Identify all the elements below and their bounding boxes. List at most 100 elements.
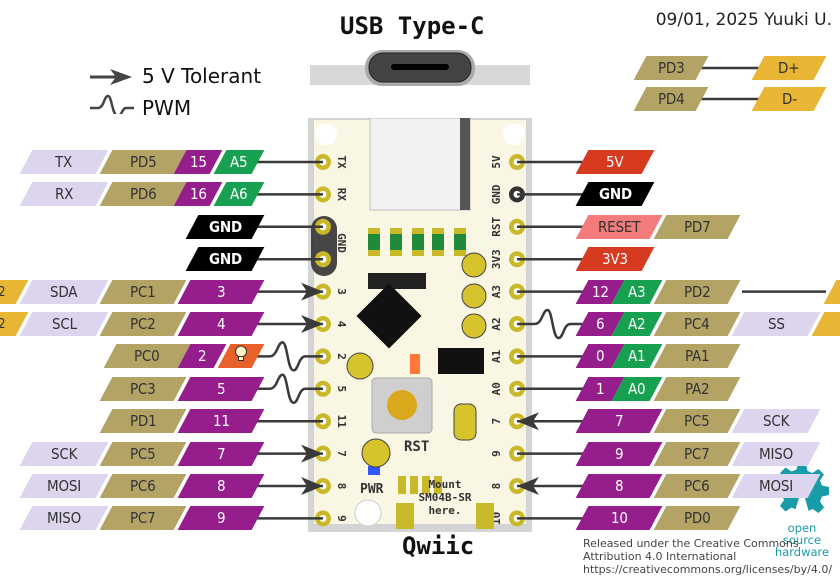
left-pin-label: SCK [50, 444, 78, 463]
left-pin-label: A6 [230, 185, 248, 204]
left-pin-6-tag-port: PC0 [103, 344, 191, 369]
left-silk-label: 5 [335, 385, 348, 392]
left-pin-label: PC1 [130, 282, 156, 301]
arrow-5v-tolerant-icon [301, 477, 323, 495]
left-pin-10-tag-num: 8 [177, 474, 265, 498]
cut1-jumper [361, 438, 391, 468]
right-pin-9-tag-func: MISO [731, 441, 821, 466]
left-pin-label: PU 2K2 [0, 284, 6, 300]
right-pin-label: A2 [628, 315, 646, 333]
right-pin-5-wire [517, 308, 588, 340]
capacitor-body [432, 234, 444, 250]
led-pwr [368, 466, 380, 475]
left-pin-label: 15 [189, 153, 207, 171]
right-pin-label: PC7 [684, 444, 710, 463]
right-pin-label: GND [598, 185, 632, 204]
qwiic-pad [410, 476, 418, 494]
qwiic-pad [398, 476, 406, 494]
led-bulb-icon [234, 345, 248, 367]
right-pin-label: PC5 [684, 412, 710, 431]
right-pin-5-tag-port: PC4 [653, 312, 741, 336]
left-pin-label: 9 [216, 509, 226, 528]
left-pin-label: PC7 [130, 509, 156, 528]
left-pin-label: PD6 [129, 185, 157, 204]
capacitor-body [454, 234, 466, 250]
left-silk-label: 4 [335, 321, 348, 328]
left-pin-11-tag-num: 9 [177, 506, 265, 531]
led-l [410, 354, 420, 374]
left-pin-label: TX [55, 153, 73, 171]
left-pin-label: PD1 [129, 412, 157, 431]
gnd-silk-label: GND [335, 233, 348, 253]
usb-pin-1-tag-usb: D- [751, 87, 827, 111]
right-silk-label: A0 [490, 382, 503, 395]
right-pin-label: PC6 [684, 477, 710, 495]
left-pin-label: 7 [216, 444, 226, 463]
license-url[interactable]: https://creativecommons.org/licenses/by/… [583, 563, 833, 576]
legend-5v-tolerant: 5 V Tolerant [142, 64, 262, 88]
arrow-5v-tolerant-icon [517, 477, 539, 495]
left-pin-label: SCL [51, 315, 77, 333]
right-pin-label: 1 [595, 379, 605, 398]
right-pin-label: 0 [595, 347, 605, 366]
right-pin-label: PC4 [684, 315, 710, 333]
right-pin-7-tag-port: PA2 [653, 376, 741, 401]
left-pin-label: 5 [216, 379, 226, 398]
right-pin-label: 12 [591, 282, 609, 301]
left-pin-0-tag-func: TX [19, 150, 109, 174]
right-pin-5-tag-func: SS [731, 312, 821, 336]
right-silk-label: A3 [490, 285, 503, 298]
right-pin-8-tag-port: PC5 [653, 409, 741, 434]
arrow-right-icon [90, 69, 132, 85]
qwiic-pad [422, 476, 430, 494]
usb-pin-0-tag-usb: D+ [751, 56, 827, 80]
left-silk-label: 8 [335, 483, 348, 490]
left-pin-9-wire [252, 444, 323, 463]
qwiic-mount-silk: here. [428, 504, 461, 517]
left-pin-6-wire [252, 341, 323, 372]
osh-label-line2: hardware [774, 545, 830, 559]
left-pin-7-tag-port: PC3 [99, 376, 187, 401]
right-silk-label: A1 [490, 349, 503, 363]
right-pin-label: MOSI [758, 477, 793, 495]
pwr-silk-label: PWR [360, 482, 384, 497]
legend-pwm: PWM [142, 96, 192, 120]
right-pin-10-tag-port: PC6 [653, 474, 741, 498]
usb-pin-0-tag-port: PD3 [633, 56, 709, 80]
left-pin-0-tag-port: PD5 [99, 150, 187, 174]
right-pin-8-tag-func: SCK [731, 409, 821, 434]
left-pin-label: 16 [189, 185, 207, 204]
rst-silk-label: RST [404, 439, 429, 455]
right-pin-label: 9 [614, 444, 624, 463]
osh-label-line1: open source [782, 521, 822, 547]
right-pin-label: PA1 [684, 347, 710, 366]
qwiic-title: Qwiic [402, 532, 475, 560]
left-silk-label: 9 [335, 515, 348, 522]
left-pin-label: 8 [216, 477, 226, 495]
left-pin-5-tag-func: SCL [19, 312, 109, 336]
right-pin-label: 8 [614, 477, 624, 495]
left-pin-label: GND [208, 250, 242, 269]
left-pin-11-tag-func: MISO [19, 506, 109, 531]
left-pin-4-tag-func: SDA [19, 279, 109, 304]
left-pin-10-wire [252, 477, 323, 495]
license-line1: Released under the Creative Commons [583, 537, 799, 550]
left-pin-11-tag-port: PC7 [99, 506, 187, 531]
left-pin-4-wire [252, 282, 323, 301]
left-pin-label: MISO [46, 509, 81, 528]
left-pin-label: PC3 [130, 379, 156, 398]
left-pin-4-tag-port: PC1 [99, 279, 187, 304]
left-pin-4-tag-num: 3 [177, 279, 265, 304]
right-pin-label: SCK [762, 412, 790, 431]
right-pin-label: 3V3 [602, 250, 628, 269]
mount-hole [503, 123, 525, 145]
right-pin-1-tag-gnd: GND [575, 182, 655, 207]
left-pin-label: SDA [50, 282, 78, 301]
right-pin-2-tag-port: PD7 [653, 214, 741, 239]
right-pin-11-tag-port: PD0 [653, 506, 741, 531]
license-text: Released under the Creative Commons Attr… [583, 537, 832, 576]
right-pin-10-wire [517, 477, 588, 495]
usb-type-c-title: USB Type-C [340, 12, 485, 40]
left-pin-label: GND [208, 217, 242, 236]
